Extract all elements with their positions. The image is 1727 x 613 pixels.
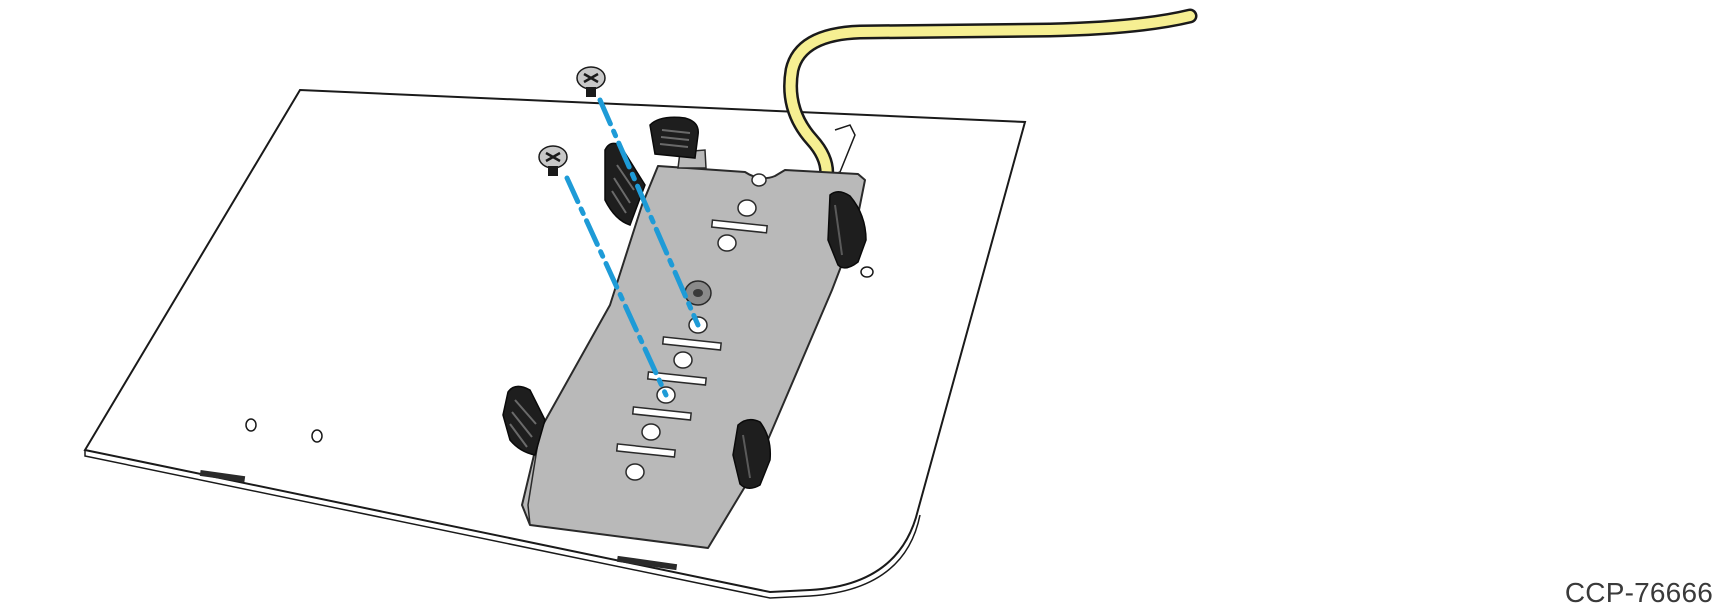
base-plate-edge	[84, 450, 921, 599]
clip-top-left	[649, 116, 699, 159]
clip-right-bottom	[732, 418, 772, 489]
mounting-bracket	[521, 165, 866, 549]
plate-hole-3	[860, 266, 874, 278]
plate-tab-bottom	[616, 555, 678, 571]
bracket-slot	[631, 406, 692, 421]
clip-left-bottom	[502, 385, 546, 456]
plate-hole-1	[245, 418, 257, 432]
bracket-slot	[646, 371, 707, 386]
bracket-hole	[673, 351, 693, 369]
bracket-hole	[625, 463, 645, 481]
figure-id-label: CCP-76666	[1564, 577, 1713, 608]
bracket-slot	[661, 336, 722, 351]
bracket-slot	[615, 443, 676, 458]
plate-tab-left	[199, 469, 246, 483]
screw-1	[576, 66, 606, 97]
clip-right-top	[827, 191, 867, 269]
bracket-slot	[710, 219, 768, 234]
bracket-hole	[693, 289, 703, 297]
bracket-hole	[641, 423, 661, 441]
mounting-bracket-lip	[527, 429, 541, 526]
cable	[785, 11, 1195, 185]
clip-upper-left	[604, 142, 646, 226]
bracket-hole-top	[751, 173, 767, 187]
guide-line-2	[564, 175, 669, 398]
screw-2	[538, 145, 568, 176]
bracket-hole	[717, 234, 737, 252]
guide-line-1	[597, 97, 701, 328]
plate-hole-2	[311, 429, 323, 443]
bracket-hole	[737, 199, 757, 217]
